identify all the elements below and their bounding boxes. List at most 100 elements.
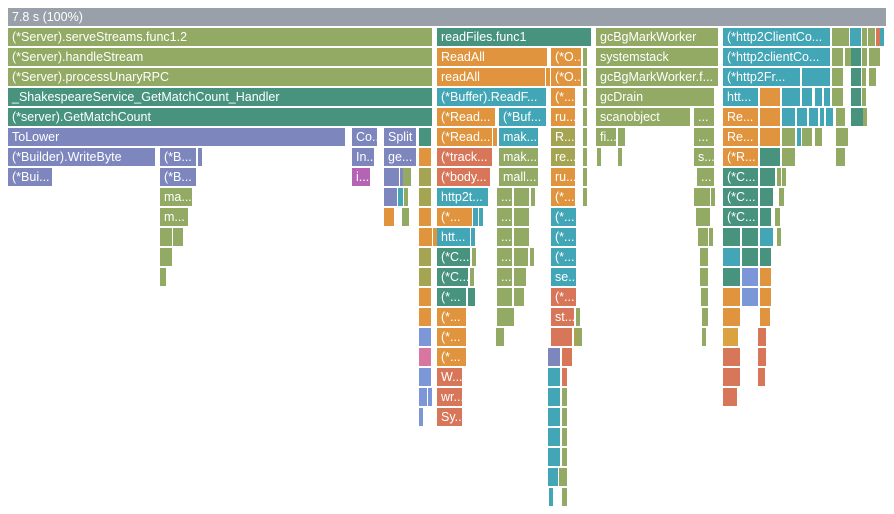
frame-bar[interactable]: (*... — [437, 328, 466, 346]
frame-bar[interactable] — [559, 468, 563, 486]
frame-bar[interactable] — [497, 308, 514, 326]
frame-bar[interactable]: Split — [384, 128, 416, 146]
frame-bar[interactable] — [562, 428, 567, 446]
frame-bar[interactable]: htt... — [437, 228, 470, 246]
frame-bar[interactable] — [583, 148, 587, 166]
frame-bar[interactable] — [836, 128, 848, 146]
frame-bar[interactable] — [775, 208, 780, 226]
frame-bar[interactable] — [832, 68, 843, 86]
frame-bar[interactable] — [384, 208, 394, 226]
frame-bar[interactable]: htt... — [723, 88, 758, 106]
frame-bar[interactable] — [836, 148, 845, 166]
frame-bar[interactable]: ma... — [160, 188, 192, 206]
frame-bar[interactable] — [832, 88, 843, 106]
frame-bar[interactable]: readAll — [437, 68, 545, 86]
frame-bar[interactable] — [859, 108, 863, 126]
frame-bar[interactable] — [782, 168, 786, 186]
frame-bar[interactable] — [709, 228, 713, 246]
frame-bar[interactable]: mall... — [499, 168, 538, 186]
frame-bar[interactable]: R... — [551, 128, 575, 146]
frame-bar[interactable]: gcBgMarkWorker — [596, 28, 718, 46]
frame-bar[interactable] — [176, 228, 180, 246]
frame-bar[interactable]: (*C... — [437, 248, 470, 266]
frame-bar[interactable] — [419, 208, 431, 226]
frame-bar[interactable]: s... — [694, 148, 714, 166]
frame-bar[interactable] — [782, 128, 795, 146]
frame-bar[interactable]: ru... — [551, 108, 575, 126]
frame-bar[interactable] — [384, 188, 397, 206]
frame-bar[interactable] — [419, 348, 431, 366]
frame-bar[interactable]: (*... — [437, 308, 466, 326]
frame-bar[interactable] — [809, 108, 818, 126]
frame-bar[interactable] — [173, 228, 177, 246]
frame-bar[interactable]: re... — [551, 148, 575, 166]
frame-bar[interactable] — [179, 228, 183, 246]
frame-bar[interactable] — [760, 128, 780, 146]
frame-bar[interactable] — [400, 168, 404, 186]
frame-bar[interactable] — [562, 468, 567, 486]
frame-bar[interactable] — [760, 268, 771, 286]
frame-bar[interactable] — [497, 288, 512, 306]
frame-bar[interactable]: ge... — [384, 148, 416, 166]
frame-bar[interactable] — [574, 328, 578, 346]
frame-bar[interactable] — [405, 208, 409, 226]
frame-bar[interactable] — [779, 188, 784, 206]
frame-bar[interactable]: m... — [160, 208, 188, 226]
frame-bar[interactable]: (*R... — [723, 148, 758, 166]
frame-bar[interactable] — [548, 388, 560, 406]
frame-bar[interactable] — [845, 48, 849, 66]
frame-bar[interactable] — [862, 68, 866, 86]
frame-bar[interactable] — [815, 88, 822, 106]
frame-bar[interactable] — [428, 388, 432, 406]
frame-bar[interactable] — [760, 88, 780, 106]
frame-bar[interactable] — [700, 248, 708, 266]
frame-bar[interactable] — [723, 288, 740, 306]
frame-bar[interactable] — [832, 28, 849, 46]
frame-bar[interactable] — [758, 348, 766, 366]
frame-bar[interactable] — [160, 268, 166, 286]
frame-bar[interactable]: systemstack — [596, 48, 718, 66]
frame-bar[interactable] — [802, 88, 812, 106]
frame-bar[interactable]: (*... — [551, 248, 576, 266]
frame-bar[interactable] — [797, 108, 807, 126]
frame-bar[interactable]: ReadAll — [437, 48, 547, 66]
frame-bar[interactable]: (*http2Fr... — [723, 68, 800, 86]
frame-bar[interactable] — [702, 328, 706, 346]
frame-bar[interactable] — [407, 168, 411, 186]
frame-bar[interactable] — [618, 128, 625, 146]
frame-bar[interactable]: (*... — [437, 208, 472, 226]
frame-bar[interactable] — [742, 268, 758, 286]
frame-bar[interactable] — [419, 148, 431, 166]
frame-bar[interactable] — [758, 368, 765, 386]
frame-bar[interactable] — [850, 28, 861, 46]
frame-bar[interactable] — [760, 308, 770, 326]
frame-bar[interactable]: (*... — [551, 88, 575, 106]
frame-bar[interactable]: (*... — [551, 228, 576, 246]
frame-bar[interactable]: W... — [437, 368, 462, 386]
frame-bar[interactable] — [723, 388, 737, 406]
frame-bar[interactable] — [548, 408, 560, 426]
frame-bar[interactable] — [471, 228, 475, 246]
frame-bar[interactable] — [696, 208, 710, 226]
frame-bar[interactable] — [760, 208, 771, 226]
frame-bar[interactable] — [869, 48, 880, 66]
frame-bar[interactable] — [862, 28, 867, 46]
frame-bar[interactable] — [583, 88, 587, 106]
frame-bar[interactable] — [583, 108, 587, 126]
frame-bar[interactable]: Co... — [352, 128, 377, 146]
frame-bar[interactable] — [698, 228, 708, 246]
frame-bar[interactable] — [760, 288, 771, 306]
frame-bar[interactable] — [876, 28, 880, 46]
frame-bar[interactable]: (*C... — [723, 188, 758, 206]
frame-bar[interactable] — [694, 188, 710, 206]
frame-bar[interactable]: (*Buffer).ReadF... — [437, 88, 546, 106]
frame-bar[interactable] — [742, 228, 758, 246]
frame-bar[interactable] — [836, 108, 845, 126]
frame-bar[interactable] — [723, 348, 740, 366]
frame-bar[interactable]: _ShakespeareService_GetMatchCount_Handle… — [8, 88, 432, 106]
frame-bar[interactable] — [760, 188, 773, 206]
frame-bar[interactable] — [583, 168, 587, 186]
frame-bar[interactable] — [419, 248, 431, 266]
frame-bar[interactable] — [546, 68, 550, 86]
frame-bar[interactable] — [548, 448, 560, 466]
